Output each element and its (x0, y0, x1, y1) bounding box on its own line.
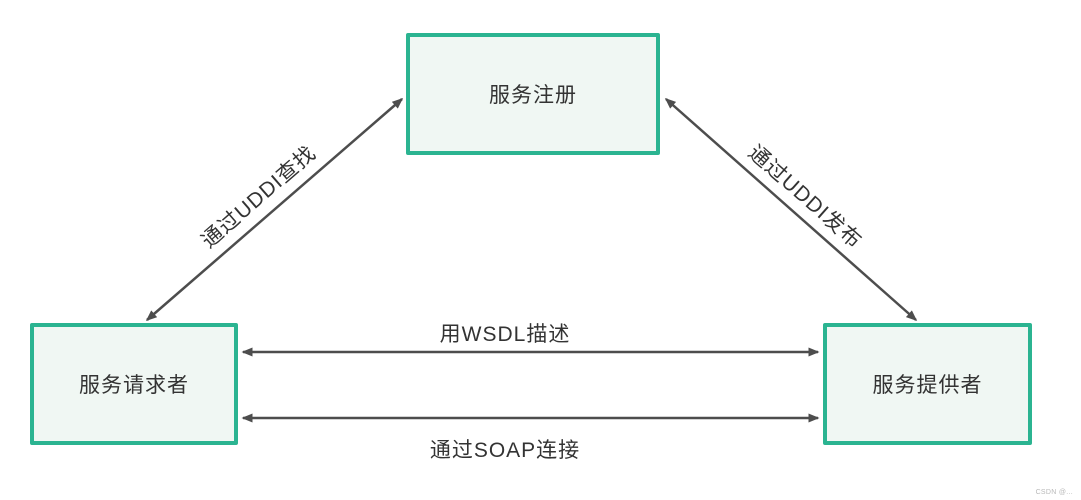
watermark-text: CSDN @... (1035, 489, 1073, 496)
node-service-requester-label: 服务请求者 (79, 374, 189, 397)
node-service-provider-label: 服务提供者 (872, 374, 983, 397)
node-service-provider: 服务提供者 (823, 323, 1032, 445)
edge-label-wsdl-describe: 用WSDL描述 (439, 323, 571, 346)
node-service-registry-label: 服务注册 (489, 84, 577, 107)
node-service-registry: 服务注册 (406, 33, 660, 155)
node-service-requester: 服务请求者 (30, 323, 238, 445)
edge-label-soap-connect: 通过SOAP连接 (429, 439, 581, 462)
arrow-uddi-publish (664, 98, 918, 321)
arrow-uddi-find (145, 98, 404, 321)
